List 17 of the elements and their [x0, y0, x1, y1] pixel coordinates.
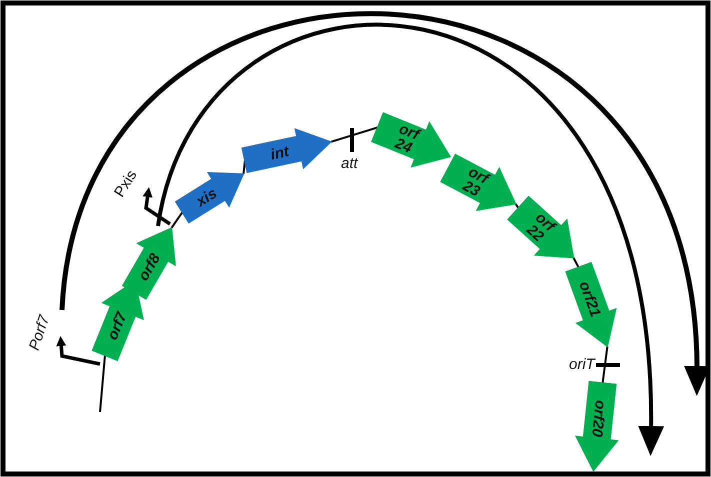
- dna-line: [602, 346, 608, 384]
- gene-label: orf 23: [458, 162, 492, 202]
- gene-label: orf 22: [522, 208, 560, 248]
- gene-label: int: [269, 144, 290, 162]
- gene-label: orf21: [576, 279, 604, 319]
- dna-line: [170, 212, 184, 229]
- gene-label: orf20: [590, 400, 608, 438]
- site-label: att: [341, 156, 358, 172]
- dna-line: [242, 160, 246, 174]
- gene-label: xis: [194, 185, 220, 209]
- dna-line: [572, 257, 580, 268]
- dna-line: [330, 126, 378, 143]
- dna-line: [99, 355, 106, 412]
- site-label: oriT: [569, 357, 595, 373]
- gene-label: orf 24: [391, 119, 423, 158]
- promoter-label: Porf7: [26, 313, 54, 353]
- gene-label: orf7: [104, 310, 130, 342]
